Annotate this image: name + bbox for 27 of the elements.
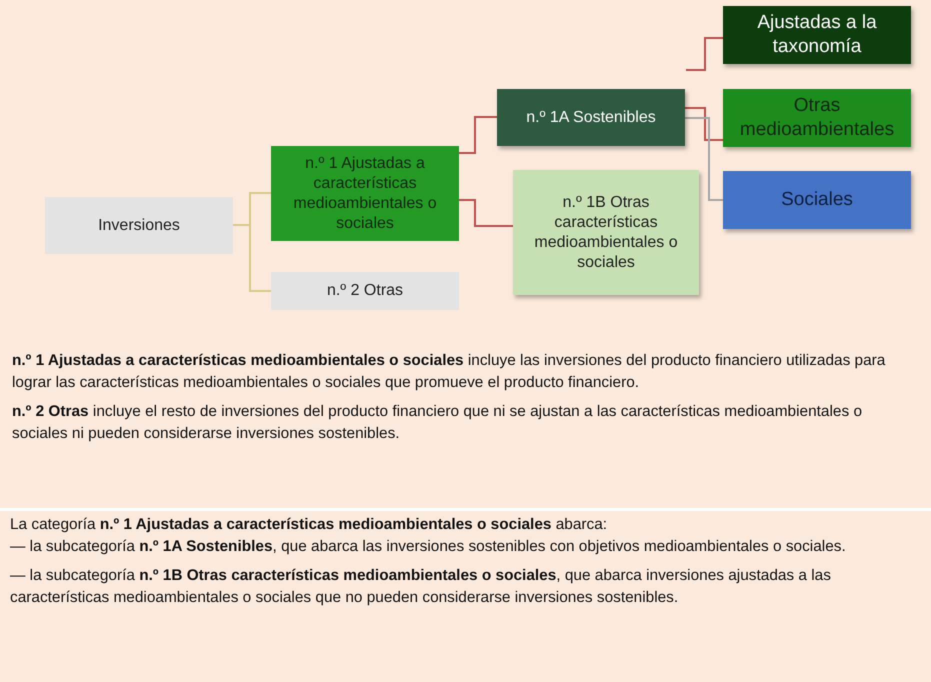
box-label: n.º 1B Otras características medioambientales o sociales	[533, 192, 679, 272]
box-label: n.º 1A Sostenibles	[526, 108, 656, 128]
category-box	[723, 89, 911, 147]
box-label: Sociales	[781, 188, 853, 212]
category-box	[513, 170, 699, 295]
note-paragraph: n.º 2 Otras incluye el resto de inversiones del producto financiero que ni se ajustan a las características medioambientales o sociales ni pueden considerarse inversiones sostenibles.	[12, 402, 864, 444]
connector-line	[685, 107, 723, 141]
note-paragraph: — la subcategoría n.º 1A Sostenibles, que abarca las inversiones sostenibles con objetivos medioambientales o sociales.	[10, 537, 847, 558]
note-paragraph: La categoría n.º 1 Ajustadas a características medioambientales o sociales abarca:	[10, 515, 608, 535]
connector-line	[685, 117, 723, 201]
box-label: Inversiones	[98, 216, 180, 236]
category-box	[723, 6, 911, 64]
note-paragraph: — la subcategoría n.º 1B Otras características medioambientales o sociales, que abarca inversiones ajustadas a las características medioambientales o sociales que no pueden considerarse inversiones sostenibles.	[10, 566, 832, 608]
connector-line	[233, 224, 271, 292]
connector-line	[686, 37, 723, 71]
connector-line	[459, 116, 497, 154]
category-box	[497, 89, 685, 146]
box-label: Otras medioambientales	[738, 94, 896, 142]
category-box	[723, 171, 911, 229]
category-box	[271, 272, 459, 310]
box-label: Ajustadas a la taxonomía	[756, 11, 878, 59]
note-paragraph: n.º 1 Ajustadas a características medioambientales o sociales incluye las inversiones del producto financiero utilizadas para lograr las características medioambientales o sociales que promueve el producto financiero.	[12, 351, 886, 394]
category-box	[45, 197, 233, 254]
box-label: n.º 1 Ajustadas a características medioambientales o sociales	[292, 154, 438, 234]
connector-line	[459, 199, 513, 227]
category-box	[271, 146, 459, 241]
box-label: n.º 2 Otras	[326, 281, 404, 301]
